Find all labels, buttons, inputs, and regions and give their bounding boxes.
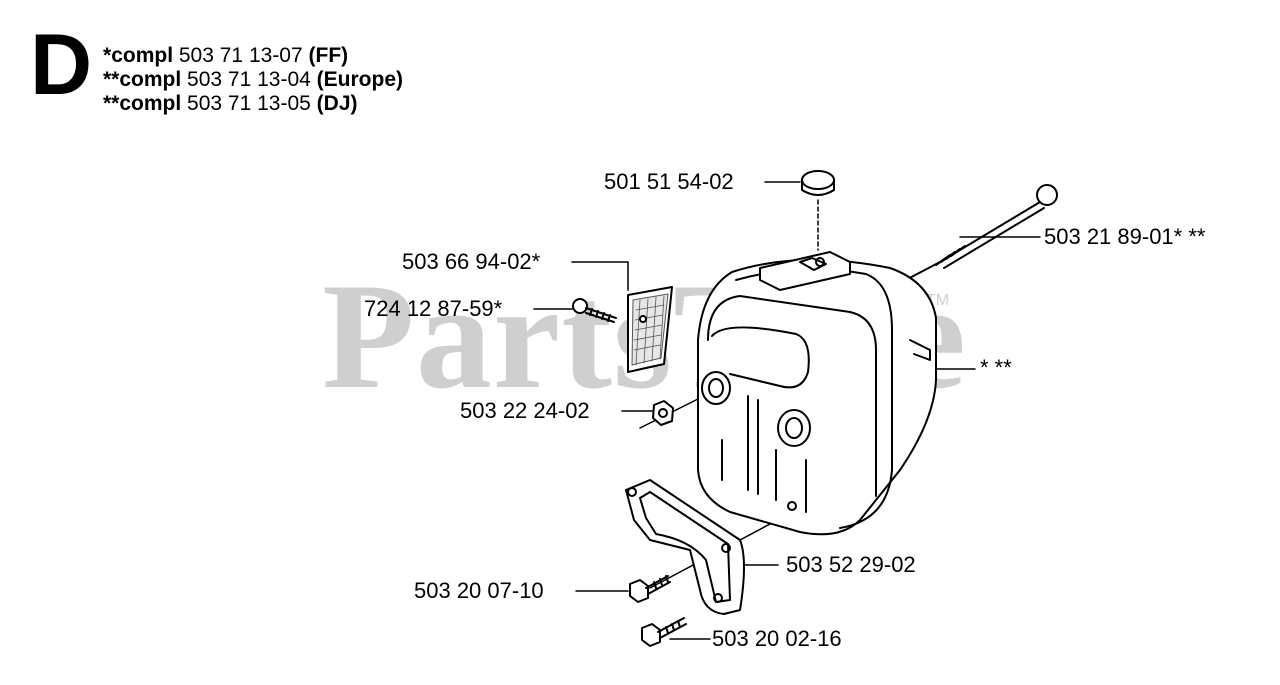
muffler-part bbox=[697, 251, 937, 536]
section-letter: D bbox=[30, 17, 93, 113]
label-muffler: * ** bbox=[980, 355, 1012, 380]
label-nut: 503 22 24-02 bbox=[460, 398, 590, 423]
header-line-europe: **compl 503 71 13-04 (Europe) bbox=[103, 68, 403, 91]
label-bolt-upper: 503 20 07-10 bbox=[414, 578, 544, 603]
nut-part bbox=[652, 400, 674, 426]
label-bolt-lower: 503 20 02-16 bbox=[712, 626, 842, 651]
screw-part bbox=[572, 298, 617, 323]
gasket-part bbox=[625, 479, 745, 615]
label-screen: 503 66 94-02* bbox=[402, 249, 541, 274]
label-cap: 501 51 54-02 bbox=[604, 169, 734, 194]
label-gasket: 503 52 29-02 bbox=[786, 552, 916, 577]
bolt-upper-part bbox=[629, 575, 671, 603]
header-line-dj: **compl 503 71 13-05 (DJ) bbox=[103, 92, 358, 115]
label-screw: 724 12 87-59* bbox=[364, 296, 503, 321]
header-line-ff: *compl 503 71 13-07 (FF) bbox=[103, 44, 349, 67]
label-long-bolt: 503 21 89-01* ** bbox=[1044, 224, 1206, 249]
cap-part bbox=[801, 170, 835, 196]
bolt-lower-part bbox=[641, 617, 687, 647]
long-bolt-part bbox=[899, 184, 1058, 284]
screen-part bbox=[627, 286, 673, 373]
assembly-header: *compl 503 71 13-07 (FF) **compl 503 71 … bbox=[103, 44, 403, 116]
